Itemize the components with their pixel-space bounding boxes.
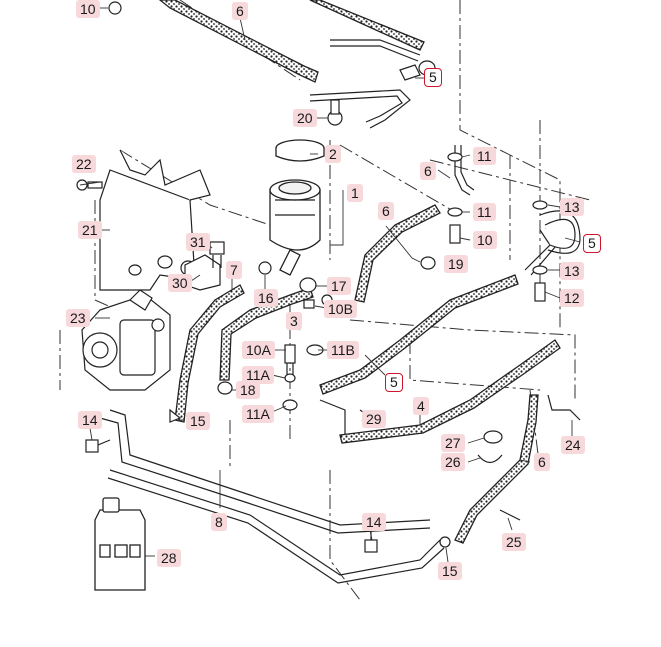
callout-11a-lower: 11A: [242, 405, 274, 423]
hardware: [76, 1, 581, 553]
callout-8: 8: [211, 513, 227, 531]
callout-5-right: 5: [583, 234, 601, 253]
callout-10a: 10A: [242, 341, 275, 359]
callout-5-top: 5: [424, 68, 442, 87]
callout-1: 1: [347, 184, 363, 202]
callout-15-left: 15: [186, 412, 210, 430]
callout-10b: 10B: [324, 300, 357, 318]
callout-12: 12: [560, 289, 584, 307]
callout-15-bottom: 15: [438, 562, 462, 580]
hoses: [158, 0, 561, 544]
hose-6-mid: [354, 204, 441, 303]
callout-2: 2: [325, 145, 341, 163]
callout-11-upper: 11: [473, 147, 496, 165]
callout-21: 21: [78, 221, 102, 239]
callout-13-upper: 13: [560, 198, 584, 216]
callout-6-mid: 6: [378, 202, 394, 220]
callout-28: 28: [157, 549, 181, 567]
callout-30: 30: [168, 274, 192, 292]
callout-11a-upper: 11A: [242, 366, 274, 384]
callout-16: 16: [254, 289, 278, 307]
callout-6-bottom: 6: [534, 453, 550, 471]
callout-14-left: 14: [78, 411, 102, 429]
callout-3: 3: [286, 312, 302, 330]
callout-13-lower: 13: [560, 262, 584, 280]
callout-10-right: 10: [473, 231, 497, 249]
bracket: [99, 149, 221, 291]
reservoir: [269, 139, 325, 276]
callout-4: 4: [413, 397, 429, 415]
callout-26: 26: [441, 453, 465, 471]
callout-27: 27: [441, 434, 465, 452]
hose-4: [339, 339, 561, 444]
callout-23: 23: [66, 309, 90, 327]
hose-top-right: [309, 0, 425, 51]
callout-19: 19: [444, 255, 468, 273]
callout-24: 24: [561, 436, 585, 454]
callout-11-lower: 11: [473, 203, 496, 221]
steering-pump: [81, 289, 171, 391]
callout-18: 18: [236, 381, 260, 399]
callout-25: 25: [502, 533, 526, 551]
hose-7: [174, 284, 245, 423]
callout-7: 7: [226, 261, 242, 279]
callout-6-right-top: 6: [420, 162, 436, 180]
callout-17: 17: [327, 277, 351, 295]
callout-22: 22: [72, 155, 96, 173]
callout-11b: 11B: [327, 341, 359, 359]
fluid-bottle: [94, 497, 146, 591]
hose-long-5: [319, 274, 519, 395]
callout-10-top: 10: [76, 0, 100, 18]
callout-31: 31: [186, 233, 210, 251]
callout-20: 20: [293, 109, 317, 127]
callout-5-mid: 5: [385, 373, 403, 392]
callout-6-top: 6: [232, 2, 248, 20]
hose-6-top: [158, 0, 319, 83]
callout-29: 29: [362, 410, 386, 428]
hose-6-bottom: [454, 394, 539, 544]
leader-lines: [79, 7, 581, 563]
callout-14-bottom: 14: [362, 513, 386, 531]
